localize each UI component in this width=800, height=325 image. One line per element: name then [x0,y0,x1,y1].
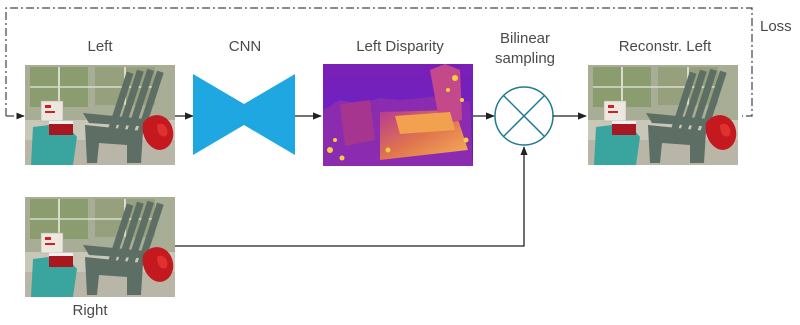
bilinear-label-line1: Bilinear [499,30,551,47]
bilinear-label-line2: sampling [494,50,556,67]
left-label: Left [87,38,113,55]
left-disparity-label: Left Disparity [356,38,444,55]
loss-label: Loss [760,18,792,35]
cnn-shape [193,74,295,155]
cnn-label: CNN [228,38,262,55]
left-image [25,65,175,165]
left-disparity-image [323,64,473,166]
circle-cross-icon [494,86,554,146]
right-label: Right [72,302,108,319]
loss-feedback-line [5,7,753,117]
right-image [25,197,175,297]
arrow-right-to-sampler [175,146,528,247]
reconstructed-left-image [588,65,738,165]
reconstr-left-label: Reconstr. Left [618,38,712,55]
